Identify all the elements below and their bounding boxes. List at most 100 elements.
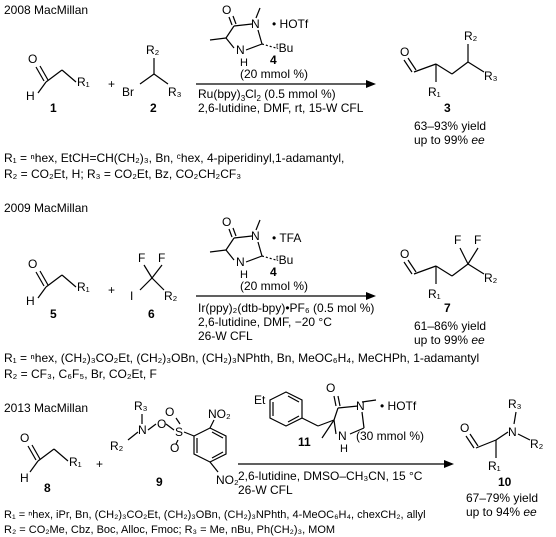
- atom-N: N: [236, 255, 245, 269]
- condition-base-solvent: 2,6-lutidine, DMSO–CH₃CN, 15 °C: [238, 469, 423, 483]
- atom-O: O: [460, 421, 469, 435]
- catalyst-4-2009: O N N H ᵗBu • TFA 4 (20 mmol %): [209, 215, 308, 293]
- catalyst-loading: (30 mmol %): [356, 429, 424, 443]
- r2-r3-definition: R₂ = CO₂Me, Cbz, Boc, Alloc, Fmoc; R₃ = …: [4, 524, 335, 536]
- atom-H: H: [20, 471, 29, 485]
- compound-6-iodide: F F I R₂ 6: [130, 251, 178, 321]
- r3-label: R₃: [134, 399, 148, 413]
- r2-label: R₂: [164, 289, 178, 303]
- yield-text: 63–93% yield: [414, 119, 486, 133]
- atom-O: O: [222, 3, 231, 17]
- nitro-group: NO₂: [208, 407, 231, 421]
- atom-O: O: [170, 441, 179, 455]
- atom-F: F: [474, 233, 481, 247]
- atom-F: F: [158, 251, 165, 265]
- compound-5-aldehyde: O H R₁ 5: [26, 257, 90, 321]
- atom-O: O: [20, 431, 29, 445]
- atom-N: N: [508, 425, 517, 439]
- r1-definition: R₁ = ⁿhex, iPr, Bn, (CH₂)₃CO₂Et, (CH₂)₃O…: [4, 509, 426, 521]
- r2-label: R₂: [110, 439, 124, 453]
- atom-O: O: [222, 215, 231, 229]
- catalyst-loading: (20 mmol %): [240, 279, 308, 293]
- atom-H: H: [26, 89, 35, 103]
- condition-base-solvent: 2,6-lutidine, DMF, rt, 15-W CFL: [198, 101, 364, 115]
- atom-N: N: [356, 399, 365, 413]
- catalyst-loading: (20 mmol %): [240, 67, 308, 81]
- atom-H: H: [240, 57, 248, 69]
- section2-header: 2009 MacMillan: [4, 201, 88, 215]
- atom-O: O: [400, 247, 409, 261]
- r3-label: R₃: [484, 69, 498, 83]
- atom-F: F: [138, 251, 145, 265]
- r2-label: R₂: [484, 271, 498, 285]
- r3-label: R₃: [168, 85, 182, 99]
- condition-light: 26-W CFL: [238, 483, 293, 497]
- compound-number-6: 6: [148, 307, 155, 321]
- catalyst-4-2008: O N N H ᵗBu • HOTf 4 (20 mmol %): [209, 3, 309, 81]
- atom-Br: Br: [122, 85, 134, 99]
- r1-label: R₁: [77, 280, 90, 294]
- ee-text: up to 99% ee: [414, 133, 485, 147]
- compound-3-product: O R₁ R₂ R₃ 3 63–93% yield up to 99% ee: [400, 29, 498, 147]
- r1-label: R₁: [428, 85, 441, 99]
- compound-number-5: 5: [50, 307, 57, 321]
- condition-base-solvent: 2,6-lutidine, DMF, −20 °C: [198, 315, 332, 329]
- condition-light: 26-W CFL: [198, 329, 253, 343]
- compound-7-product: O R₁ F F R₂ 7 61–86% yield up to 99% ee: [400, 233, 498, 347]
- compound-1-aldehyde: O H R₁ 1: [26, 52, 90, 115]
- compound-number-9: 9: [156, 475, 163, 489]
- atom-H: H: [26, 294, 35, 308]
- atom-O: O: [28, 257, 37, 271]
- r3-label: R₃: [508, 397, 522, 411]
- r1-definition: R₁ = ⁿhex, EtCH=CH(CH₂)₃, Bn, ᶜhex, 4-pi…: [4, 151, 344, 165]
- condition-photocatalyst: Ir(ppy)₂(dtb-bpy)•PF₆ (0.5 mol %): [198, 301, 374, 315]
- catalyst-number: 4: [270, 265, 277, 279]
- section3-header: 2013 MacMillan: [4, 401, 88, 415]
- ethyl-label: Et: [254, 393, 266, 407]
- catalyst-salt: • HOTf: [380, 399, 417, 413]
- yield-text: 67–79% yield: [466, 491, 538, 505]
- atom-F: F: [454, 233, 461, 247]
- compound-number-7: 7: [444, 301, 451, 315]
- r1-label: R₁: [77, 75, 90, 89]
- r2-label: R₂: [464, 29, 478, 43]
- tbu-label: ᵗBu: [276, 41, 293, 55]
- catalyst-salt: • TFA: [272, 231, 301, 245]
- atom-H: H: [340, 443, 348, 455]
- tbu-label: ᵗBu: [276, 253, 293, 267]
- compound-number-1: 1: [50, 101, 57, 115]
- r2-definition: R₂ = CF₃, C₆F₅, Br, CO₂Et, F: [4, 367, 157, 381]
- atom-N: N: [138, 423, 147, 437]
- catalyst-salt: • HOTf: [272, 17, 309, 31]
- catalyst-11-2013: Et O N N H • HOTf 11 (30 mmol %): [254, 381, 424, 455]
- r1-label: R₁: [488, 459, 501, 473]
- ee-text: up to 99% ee: [414, 333, 485, 347]
- compound-8-aldehyde: O H R₁ 8: [20, 431, 82, 495]
- atom-I: I: [130, 289, 133, 303]
- compound-number-2: 2: [150, 101, 157, 115]
- compound-10-product: O R₁ N R₃ R₂ 10 67–79% yield up to 94% e…: [460, 397, 544, 519]
- catalyst-number: 4: [270, 53, 277, 67]
- catalyst-number: 11: [298, 435, 311, 449]
- atom-O: O: [165, 405, 174, 419]
- plus-sign: +: [96, 457, 103, 471]
- atom-N: N: [251, 229, 260, 243]
- plus-sign: +: [108, 77, 115, 91]
- r1-definition: R₁ = ⁿhex, (CH₂)₃CO₂Et, (CH₂)₃OBn, (CH₂)…: [4, 351, 479, 365]
- ee-text: up to 94% ee: [466, 505, 537, 519]
- r1-label: R₁: [69, 455, 82, 469]
- compound-number-3: 3: [444, 101, 451, 115]
- r1-label: R₁: [428, 287, 441, 301]
- nitro-group: NO₂: [216, 473, 239, 487]
- atom-N: N: [236, 43, 245, 57]
- section1-header: 2008 MacMillan: [4, 3, 88, 17]
- r2-r3-definition: R₂ = CO₂Et, H; R₃ = CO₂Et, Bz, CO₂CH₂CF₃: [4, 167, 241, 181]
- yield-text: 61–86% yield: [414, 319, 486, 333]
- atom-O: O: [326, 381, 335, 395]
- compound-number-10: 10: [498, 475, 512, 489]
- compound-9-nosyloxycarbamate: R₃ N R₂ O S O O NO₂ NO₂ 9: [110, 399, 239, 489]
- condition-photocatalyst: Ru(bpy)3Cl2 (0.5 mmol %): [198, 87, 336, 103]
- compound-number-8: 8: [44, 481, 51, 495]
- r2-label: R₂: [530, 437, 544, 451]
